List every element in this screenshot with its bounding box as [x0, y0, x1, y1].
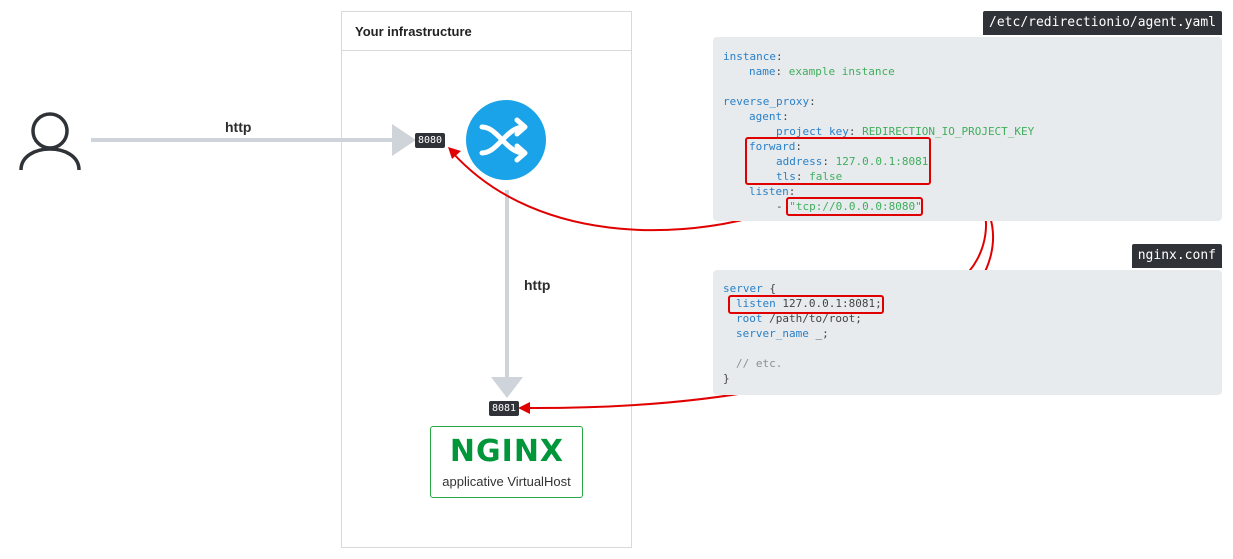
- code-line-server-name: server_name _;: [736, 327, 829, 340]
- code-line-agent: agent:: [749, 110, 789, 123]
- http-arrow-to-proxy: [91, 124, 416, 156]
- nginx-card: NGINX applicative VirtualHost: [430, 426, 583, 498]
- code-line-close-brace: }: [723, 372, 730, 385]
- nginx-subtitle: applicative VirtualHost: [442, 474, 571, 489]
- arrowhead-nginx-port: [518, 402, 530, 414]
- svg-text:NGINX: NGINX: [450, 434, 564, 466]
- code-line-listen: listen:: [749, 185, 796, 198]
- nginx-logo: NGINX: [450, 434, 564, 466]
- code-line-server: server {: [723, 282, 776, 295]
- port-8080-badge: 8080: [415, 133, 446, 148]
- agent-code-panel: instance: name: example instance reverse…: [713, 37, 1222, 221]
- code-line-project-key: project_key: REDIRECTION_IO_PROJECT_KEY: [776, 125, 1035, 138]
- arrowhead-proxy: [448, 147, 461, 159]
- code-line-reverse-proxy: reverse_proxy:: [723, 95, 816, 108]
- http-arrow-to-nginx: [491, 190, 523, 398]
- nginx-file-tab: nginx.conf: [1131, 244, 1222, 268]
- code-line-nginx-listen: listen 127.0.0.1:8081;: [736, 297, 882, 310]
- nginx-code-panel: server { listen 127.0.0.1:8081; root /pa…: [713, 270, 1222, 395]
- agent-file-tab: /etc/redirectionio/agent.yaml: [983, 11, 1222, 35]
- listen-value-highlight: [786, 197, 923, 216]
- port-8081-badge: 8081: [489, 401, 520, 416]
- code-line-root: root /path/to/root;: [736, 312, 862, 325]
- code-line-listen-value: - "tcp://0.0.0.0:8080": [776, 200, 922, 213]
- code-line-address: address: 127.0.0.1:8081: [776, 155, 929, 168]
- nginx-listen-highlight: [728, 295, 884, 314]
- shuffle-icon: [466, 100, 546, 180]
- code-line-forward: forward:: [749, 140, 802, 153]
- code-line-name: name: example instance: [749, 65, 895, 78]
- infrastructure-title: Your infrastructure: [342, 12, 631, 51]
- forward-highlight: [745, 137, 931, 185]
- http-label-down: http: [524, 277, 551, 293]
- code-line-instance: instance:: [723, 50, 783, 63]
- http-label-top: http: [225, 119, 252, 135]
- code-line-comment: // etc.: [736, 357, 783, 370]
- code-line-tls: tls: false: [776, 170, 843, 183]
- user-icon: [19, 112, 81, 171]
